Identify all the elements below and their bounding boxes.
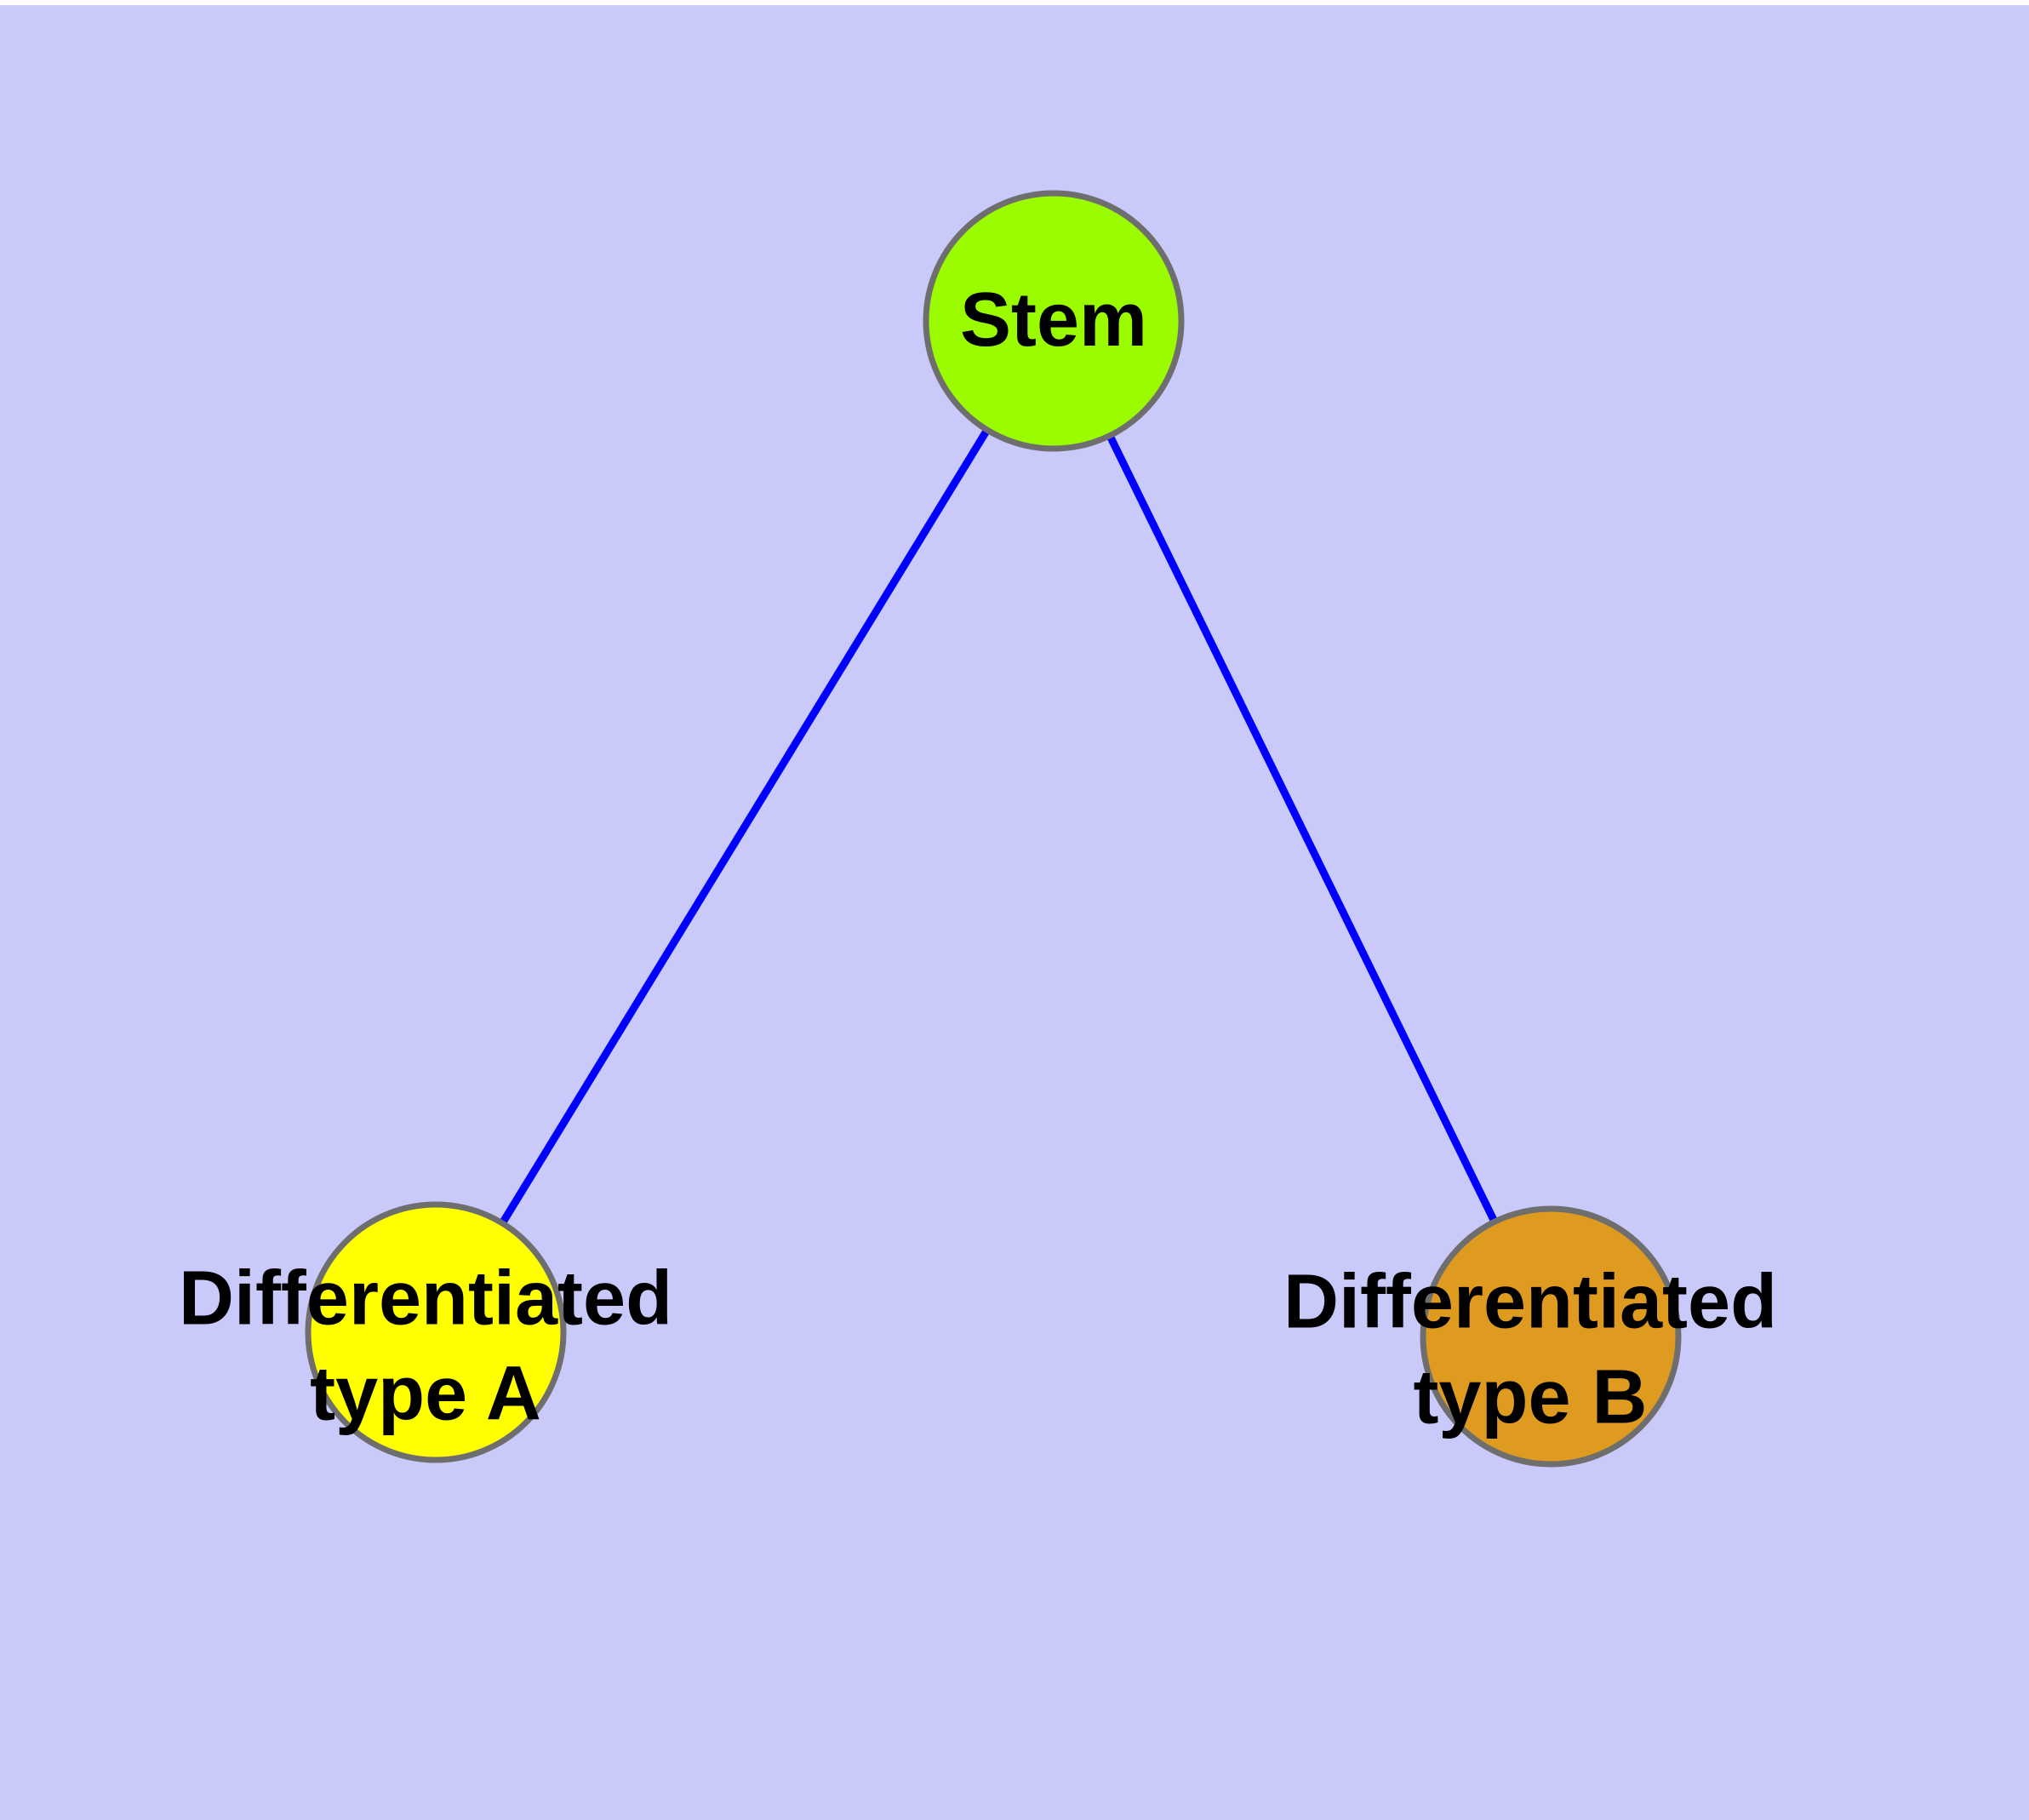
node-type-b-circle	[1420, 1205, 1682, 1468]
edge-stem-to-type-b	[1049, 319, 1555, 1338]
edge-stem-to-type-a	[432, 318, 1057, 1335]
node-stem-circle	[923, 190, 1185, 452]
node-type-a-circle	[305, 1201, 567, 1463]
